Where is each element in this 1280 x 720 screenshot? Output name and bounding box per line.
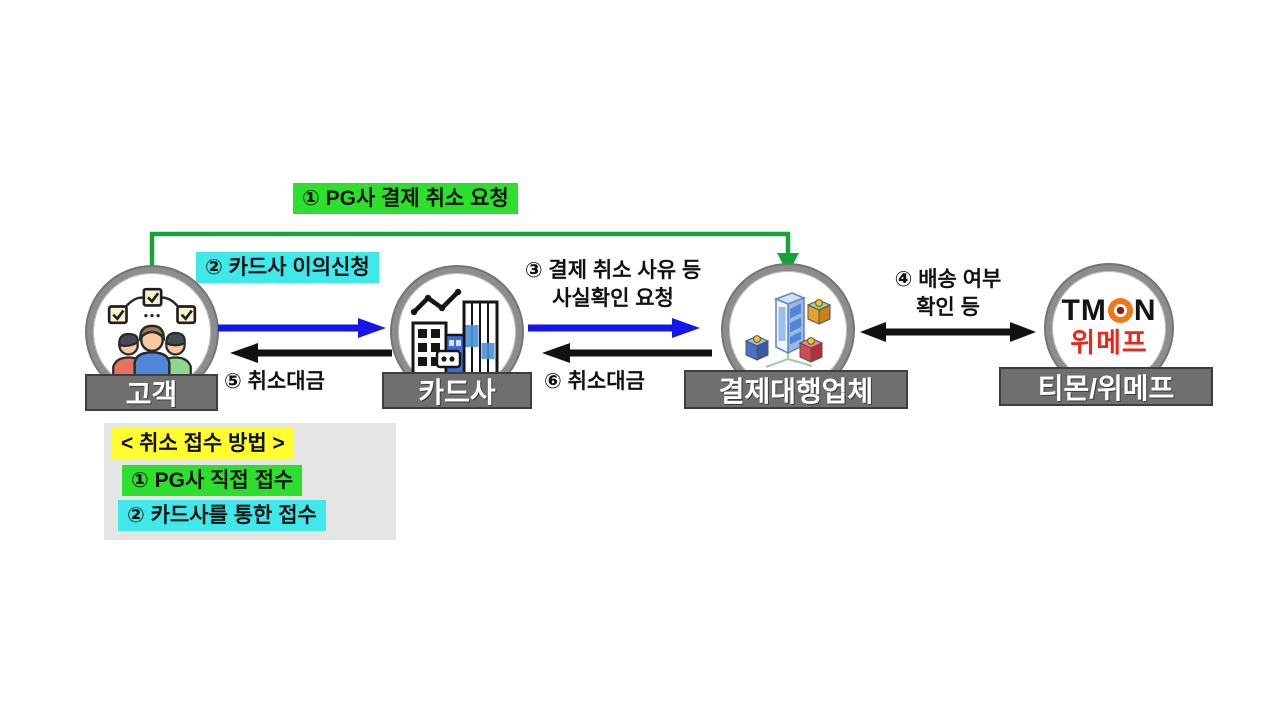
arrow-pg-cancel-request: [149, 231, 799, 274]
bank-buildings-icon: [410, 288, 499, 376]
method-box-title: < 취소 접수 방법 >: [112, 428, 294, 459]
step5-label: ⑤ 취소대금: [224, 370, 325, 393]
customer-group-icon: [107, 287, 197, 381]
arrow-card-to-pg: [528, 318, 700, 338]
payment-server-icon: [744, 291, 832, 368]
tmon-wemakeprice-logo: TM N 위메프: [1062, 295, 1157, 358]
step3-label: ③ 결제 취소 사유 등 사실확인 요청: [524, 259, 702, 311]
tmon-wordmark: TM N: [1061, 293, 1157, 327]
arrow-pg-to-card: [542, 343, 712, 363]
step1-banner: ① PG사 결제 취소 요청: [293, 183, 518, 214]
node-label-customer: 고객: [85, 374, 218, 411]
arrow-customer-to-card: [218, 318, 386, 338]
arrow-card-to-customer: [230, 343, 392, 363]
step6-label: ⑥ 취소대금: [544, 370, 645, 393]
tmon-logo-o-icon: [1107, 297, 1133, 323]
arrow-pg-platform-bidirectional: [860, 322, 1036, 342]
method-item-via-card: ② 카드사를 통한 접수: [118, 500, 326, 531]
step4-label: ④ 배송 여부 확인 등: [894, 268, 1002, 320]
node-label-platform: 티몬/위메프: [999, 367, 1213, 406]
cancel-method-box: < 취소 접수 방법 > ① PG사 직접 접수 ② 카드사를 통한 접수: [104, 423, 396, 540]
step2-label: ② 카드사 이의신청: [196, 252, 379, 283]
node-label-pg-company: 결제대행업체: [684, 370, 908, 409]
node-label-card-company: 카드사: [382, 372, 532, 409]
wemakeprice-wordmark: 위메프: [1070, 328, 1148, 359]
method-item-pg-direct: ① PG사 직접 접수: [122, 465, 303, 496]
node-customer: [87, 267, 217, 397]
